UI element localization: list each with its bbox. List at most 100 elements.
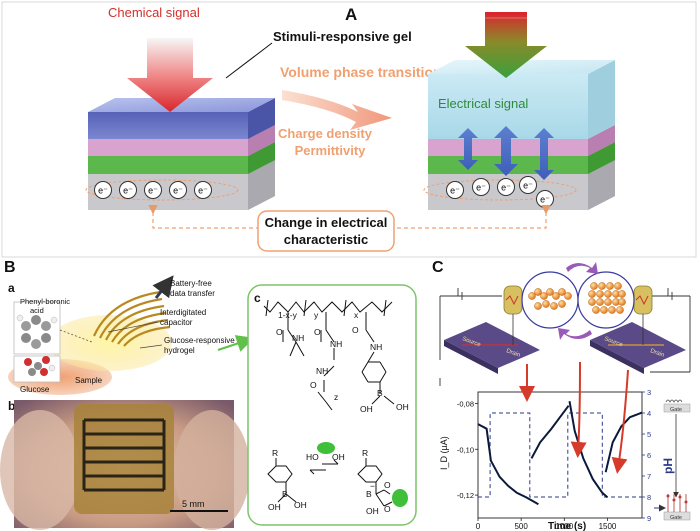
panel-a-label: A <box>345 5 357 24</box>
bead-icon <box>588 290 596 298</box>
chem-minus: − <box>370 481 375 491</box>
gel-pointer-line <box>225 42 273 79</box>
y-left-tick-label: -0,10 <box>457 445 474 454</box>
electron-label: e⁻ <box>98 186 108 196</box>
hydrogel-label-2: hydrogel <box>164 346 195 355</box>
hydrogel-label-1: Glucose-responsive <box>164 336 235 345</box>
red-arrow-2 <box>570 361 587 458</box>
right-green-layer <box>428 142 615 174</box>
glucose-molecule <box>24 356 56 376</box>
bead-icon <box>604 290 612 298</box>
electron-icon <box>94 181 112 199</box>
left-pink-layer <box>88 125 275 156</box>
panel-b: B a <box>0 259 417 530</box>
drain-right: Drain <box>649 348 665 359</box>
bead-circle-left <box>521 271 579 329</box>
right-device-stack <box>428 60 615 210</box>
current-curve <box>477 423 539 506</box>
bead-icon <box>616 306 624 314</box>
electron-icon <box>519 176 537 194</box>
panel-c: C Source Drain Source Drain <box>432 259 691 531</box>
right-pink-layer <box>428 125 615 156</box>
scale-bar-label: 5 mm <box>182 499 205 509</box>
electron-icon <box>446 181 464 199</box>
y-left-tick-label: -0,08 <box>457 399 474 408</box>
left-green-layer <box>88 142 275 174</box>
red-arrow-3 <box>611 369 629 474</box>
transistor-right <box>590 322 686 374</box>
current-curve <box>568 401 609 499</box>
gate-inset-bottom <box>663 494 691 521</box>
electron-label: e⁻ <box>540 195 550 205</box>
change-box <box>257 210 395 252</box>
panel-a: A Chemical signal Stimuli-responsive gel <box>1 1 697 258</box>
chem-nh-3: NH <box>316 366 328 376</box>
sensor-photo <box>0 400 250 530</box>
phenyl-molecule <box>16 314 58 349</box>
y-right-tick-label: 8 <box>647 493 651 502</box>
sub-1xy: 1-x-y <box>278 310 298 320</box>
electron-icon <box>144 181 162 199</box>
y-right-tick-label: 4 <box>647 409 651 418</box>
chem-o-1: O <box>276 327 283 337</box>
bead-icon <box>540 292 548 300</box>
right-electrons: e⁻e⁻e⁻e⁻e⁻ <box>423 176 577 208</box>
phenyl-label-1: Phenyl-boronic <box>20 297 70 306</box>
bead-icon <box>534 288 542 296</box>
chem-nh-2: NH <box>330 339 342 349</box>
chemistry-box <box>247 284 417 526</box>
bead-icon <box>600 306 608 314</box>
cycle-arrow-icon <box>558 262 598 340</box>
change-line1: Change in electrical <box>265 215 388 230</box>
bead-icon <box>604 298 612 306</box>
sub-z: z <box>334 392 338 402</box>
bead-icon <box>596 298 604 306</box>
x-tick-label: 500 <box>514 522 528 531</box>
x-tick-label: 1000 <box>555 522 573 531</box>
current-curve <box>604 411 643 473</box>
bead-icon <box>546 288 554 296</box>
bead-icon <box>618 290 626 298</box>
chem-o-5: O <box>384 480 391 490</box>
charge-density-label: Charge density <box>278 126 373 141</box>
volume-transition-label: Volume phase transition <box>280 64 442 80</box>
gate-label-top: Gate <box>670 407 682 413</box>
electron-icon <box>497 178 515 196</box>
sensor-illustration <box>8 275 174 395</box>
circuit-wires <box>439 288 691 386</box>
bead-icon <box>598 282 606 290</box>
electron-label: e⁻ <box>123 186 133 196</box>
electron-label: e⁻ <box>173 186 183 196</box>
bead-icon <box>592 306 600 314</box>
chem-b-1: B <box>377 388 383 398</box>
chem-o-6: O <box>384 504 391 514</box>
bead-icon <box>552 292 560 300</box>
electron-label: e⁻ <box>501 183 511 193</box>
interdig-label-1: Interdigitated <box>160 308 206 317</box>
electron-icon <box>194 181 212 199</box>
sub-x: x <box>354 310 359 320</box>
chem-oh-6: OH <box>366 506 379 516</box>
panel-b-sub-c: c <box>254 291 261 305</box>
chem-nh-1: NH <box>292 333 304 343</box>
chem-oh-1: OH <box>396 402 409 412</box>
data-transfer-arrow <box>152 275 174 299</box>
transistor-left <box>444 322 540 374</box>
chem-o-2: O <box>314 327 321 337</box>
glucose-blob-icon <box>317 442 335 454</box>
chem-o-4: O <box>352 325 359 335</box>
chem-r-2: R <box>362 448 368 458</box>
bead-icon <box>588 298 596 306</box>
y-right-label: pH <box>661 458 675 474</box>
chemical-signal-label: Chemical signal <box>108 5 200 20</box>
drain-left: Drain <box>505 348 521 359</box>
arrow-down-icon <box>127 38 213 112</box>
bead-icon <box>608 306 616 314</box>
electron-label: e⁻ <box>148 186 158 196</box>
chem-oh-5: OH <box>332 452 345 462</box>
chem-b-3: B <box>366 489 372 499</box>
right-gel-top <box>428 60 615 74</box>
glucose-label: Glucose <box>20 385 50 394</box>
